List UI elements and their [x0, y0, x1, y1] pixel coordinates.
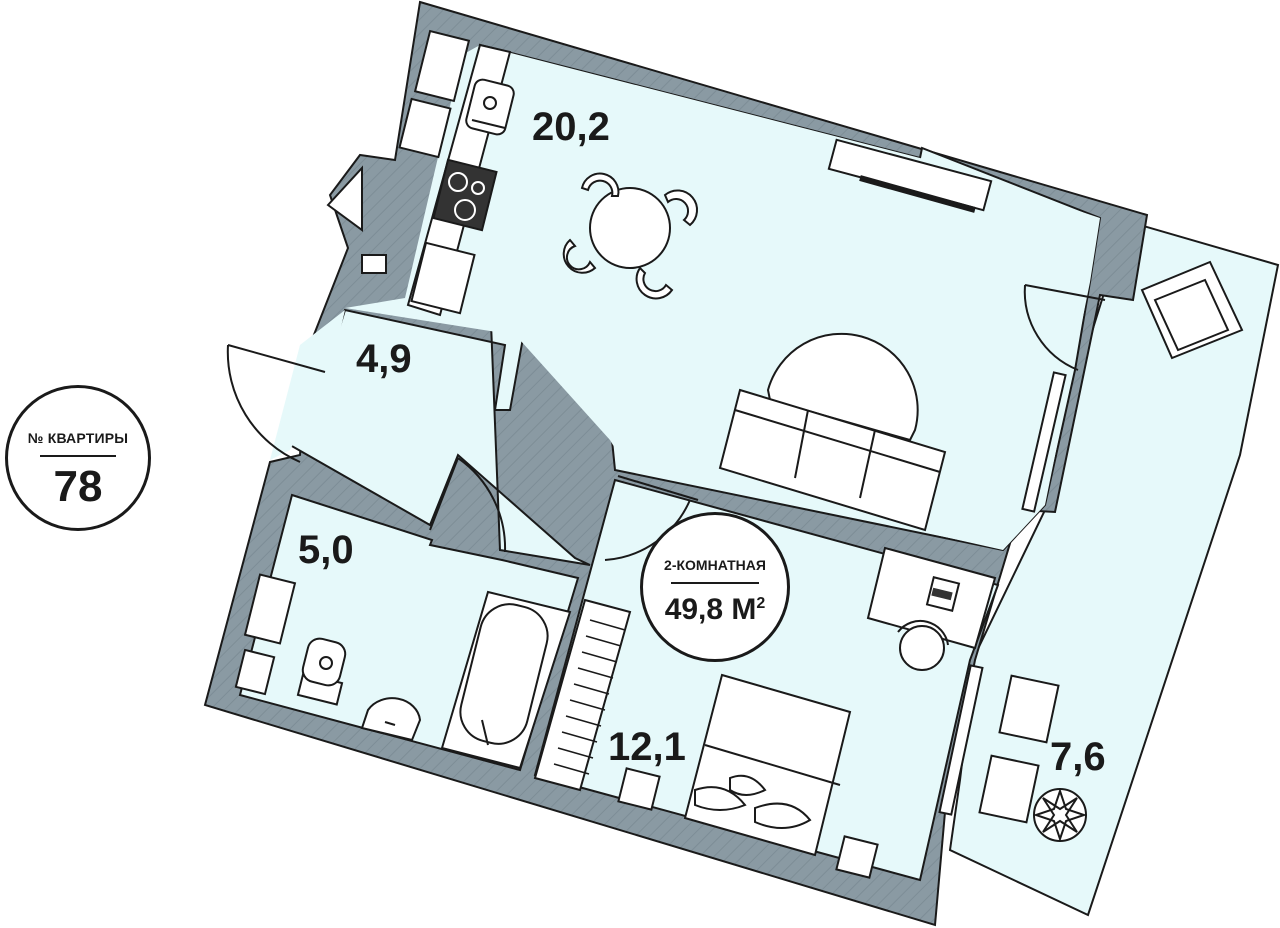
room-area-kitchen-living: 20,2: [532, 105, 610, 149]
window-bedroom: [938, 664, 984, 816]
bathtub-icon: [440, 590, 572, 770]
desk-icon: [866, 546, 997, 650]
dining-table-icon: [562, 172, 699, 300]
entrance-opening: [270, 310, 345, 460]
closet-cut-4: [243, 573, 297, 645]
room-count-label: 2-КОМНАТНАЯ: [664, 557, 766, 573]
bed-icon: [683, 673, 852, 857]
room-area-bathroom: 5,0: [298, 528, 354, 572]
closet-door: [326, 165, 363, 232]
closet-cut-5: [234, 648, 276, 696]
armchair-icon: [1140, 260, 1244, 360]
room-area-bedroom: 12,1: [608, 725, 686, 769]
balcony-door: [1023, 284, 1079, 371]
apartment-number-badge: № КВАРТИРЫ 78: [5, 385, 151, 531]
entrance-door: [226, 344, 301, 463]
badge-divider: [671, 582, 759, 584]
wardrobe-icon: [533, 598, 632, 792]
closet-cut-3: [361, 254, 387, 274]
closet-cut-2: [398, 97, 452, 159]
plant-icon: [1032, 787, 1088, 843]
area-unit-superscript: 2: [756, 595, 766, 612]
bathroom-door: [457, 457, 507, 553]
room-area-balcony: 7,6: [1050, 735, 1106, 779]
nightstand-1: [617, 767, 661, 811]
nightstand-2: [835, 835, 879, 879]
closet-cut-1: [413, 29, 471, 103]
washbasin-icon: [360, 697, 422, 742]
balcony-chair-2: [978, 754, 1040, 824]
balcony-chair-1: [998, 674, 1060, 744]
badge-divider: [40, 455, 116, 457]
window-living: [1021, 371, 1067, 513]
sink-icon: [465, 78, 515, 136]
room-area-hall: 4,9: [356, 337, 412, 381]
sofa-icon: [718, 332, 947, 532]
desk-chair-icon: [897, 619, 949, 671]
apartment-summary-badge: 2-КОМНАТНАЯ 49,8 М2: [640, 512, 790, 662]
total-area: 49,8 М2: [643, 593, 787, 627]
total-area-value: 49,8 М: [664, 593, 757, 626]
apartment-number-caption: № КВАРТИРЫ: [27, 430, 129, 446]
fridge: [410, 241, 476, 315]
stove-icon: [432, 158, 498, 232]
toilet-icon: [296, 637, 347, 706]
apartment-number: 78: [53, 462, 103, 511]
